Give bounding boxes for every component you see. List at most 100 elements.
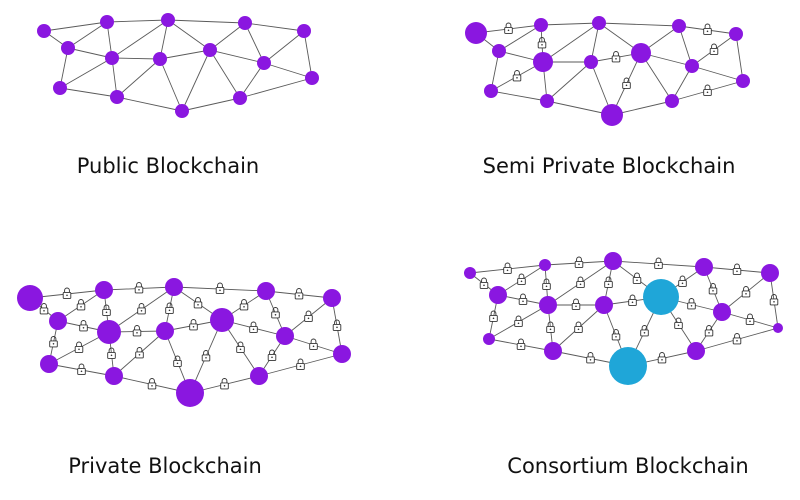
- network-node: [175, 104, 189, 118]
- semi-private-blockchain-title: Semi Private Blockchain: [483, 154, 736, 178]
- network-node: [161, 13, 175, 27]
- network-node: [250, 367, 268, 385]
- network-node: [110, 90, 124, 104]
- network-edge: [239, 77, 313, 99]
- network-edge: [490, 90, 548, 102]
- network-edge: [167, 19, 211, 51]
- padlock-icon: [236, 341, 245, 353]
- padlock-icon: [745, 313, 755, 325]
- padlock-icon: [132, 325, 142, 337]
- padlock-icon: [39, 303, 49, 315]
- padlock-icon: [189, 319, 198, 331]
- nodes: [17, 278, 351, 407]
- network-node: [604, 252, 622, 270]
- network-node: [37, 24, 51, 38]
- padlock-icon: [193, 297, 203, 309]
- network-node: [773, 323, 783, 333]
- padlock-icon: [708, 283, 718, 295]
- network-edge: [209, 49, 265, 64]
- public-blockchain-title: Public Blockchain: [77, 154, 260, 178]
- network-edge: [540, 22, 600, 26]
- network-node: [687, 342, 705, 360]
- private-blockchain-title: Private Blockchain: [68, 454, 262, 478]
- network-node: [276, 327, 294, 345]
- public-blockchain-network: [37, 13, 319, 118]
- network-node: [492, 44, 506, 58]
- network-edge: [181, 97, 241, 112]
- network-node: [539, 296, 557, 314]
- network-node: [153, 52, 167, 66]
- padlocks: [504, 22, 719, 96]
- network-node: [736, 74, 750, 88]
- private-blockchain-network: [17, 278, 351, 407]
- network-node: [584, 55, 598, 69]
- network-node: [333, 345, 351, 363]
- padlock-icon: [107, 347, 116, 359]
- padlock-icon: [294, 288, 304, 300]
- padlock-icon: [173, 355, 182, 367]
- network-node: [165, 278, 183, 296]
- network-node: [49, 312, 67, 330]
- padlock-icon: [678, 275, 687, 287]
- network-edge: [691, 65, 744, 82]
- padlock-icon: [503, 262, 512, 274]
- padlock-icon: [77, 363, 86, 375]
- network-node: [97, 320, 121, 344]
- network-node: [761, 264, 779, 282]
- network-edge: [303, 30, 313, 79]
- network-node: [665, 94, 679, 108]
- consortium-blockchain-network: [464, 252, 783, 385]
- network-node: [40, 355, 58, 373]
- network-edge: [209, 22, 246, 51]
- network-edge: [59, 57, 113, 89]
- padlock-icon: [769, 294, 779, 306]
- network-edge: [111, 57, 161, 60]
- padlock-icon: [76, 299, 86, 311]
- network-edge: [59, 87, 118, 98]
- padlock-icon: [516, 338, 526, 350]
- padlock-icon: [611, 329, 621, 341]
- padlock-icon: [489, 310, 498, 322]
- network-node: [61, 41, 75, 55]
- network-node: [210, 308, 234, 332]
- network-node: [729, 27, 743, 41]
- padlock-icon: [537, 37, 547, 49]
- network-edge: [239, 62, 265, 99]
- padlock-icon: [267, 349, 277, 361]
- padlock-icon: [147, 378, 157, 390]
- network-node: [257, 56, 271, 70]
- network-node: [203, 43, 217, 57]
- padlock-icon: [687, 298, 696, 310]
- network-node: [464, 267, 476, 279]
- network-node: [257, 282, 275, 300]
- network-node: [305, 71, 319, 85]
- padlocks: [39, 282, 342, 390]
- network-edge: [263, 62, 313, 79]
- network-edge: [67, 21, 108, 49]
- padlocks: [479, 256, 779, 364]
- padlock-icon: [249, 321, 258, 333]
- network-node: [105, 51, 119, 65]
- network-node: [601, 104, 623, 126]
- network-edge: [111, 19, 169, 59]
- network-edge: [181, 49, 211, 112]
- network-node: [695, 258, 713, 276]
- padlock-icon: [622, 77, 631, 89]
- padlock-icon: [574, 256, 584, 268]
- network-edge: [116, 96, 183, 112]
- padlock-icon: [632, 272, 642, 284]
- nodes: [37, 13, 319, 118]
- padlock-icon: [135, 347, 144, 359]
- padlock-icon: [674, 317, 683, 329]
- network-node: [483, 333, 495, 345]
- network-node: [156, 322, 174, 340]
- network-edge: [546, 100, 613, 116]
- network-node: [713, 303, 731, 321]
- network-node: [465, 22, 487, 44]
- padlock-icon: [586, 352, 595, 364]
- edges: [29, 286, 343, 394]
- network-edge: [244, 22, 305, 32]
- padlock-icon: [304, 310, 313, 322]
- semi-private-blockchain-network: [465, 16, 750, 126]
